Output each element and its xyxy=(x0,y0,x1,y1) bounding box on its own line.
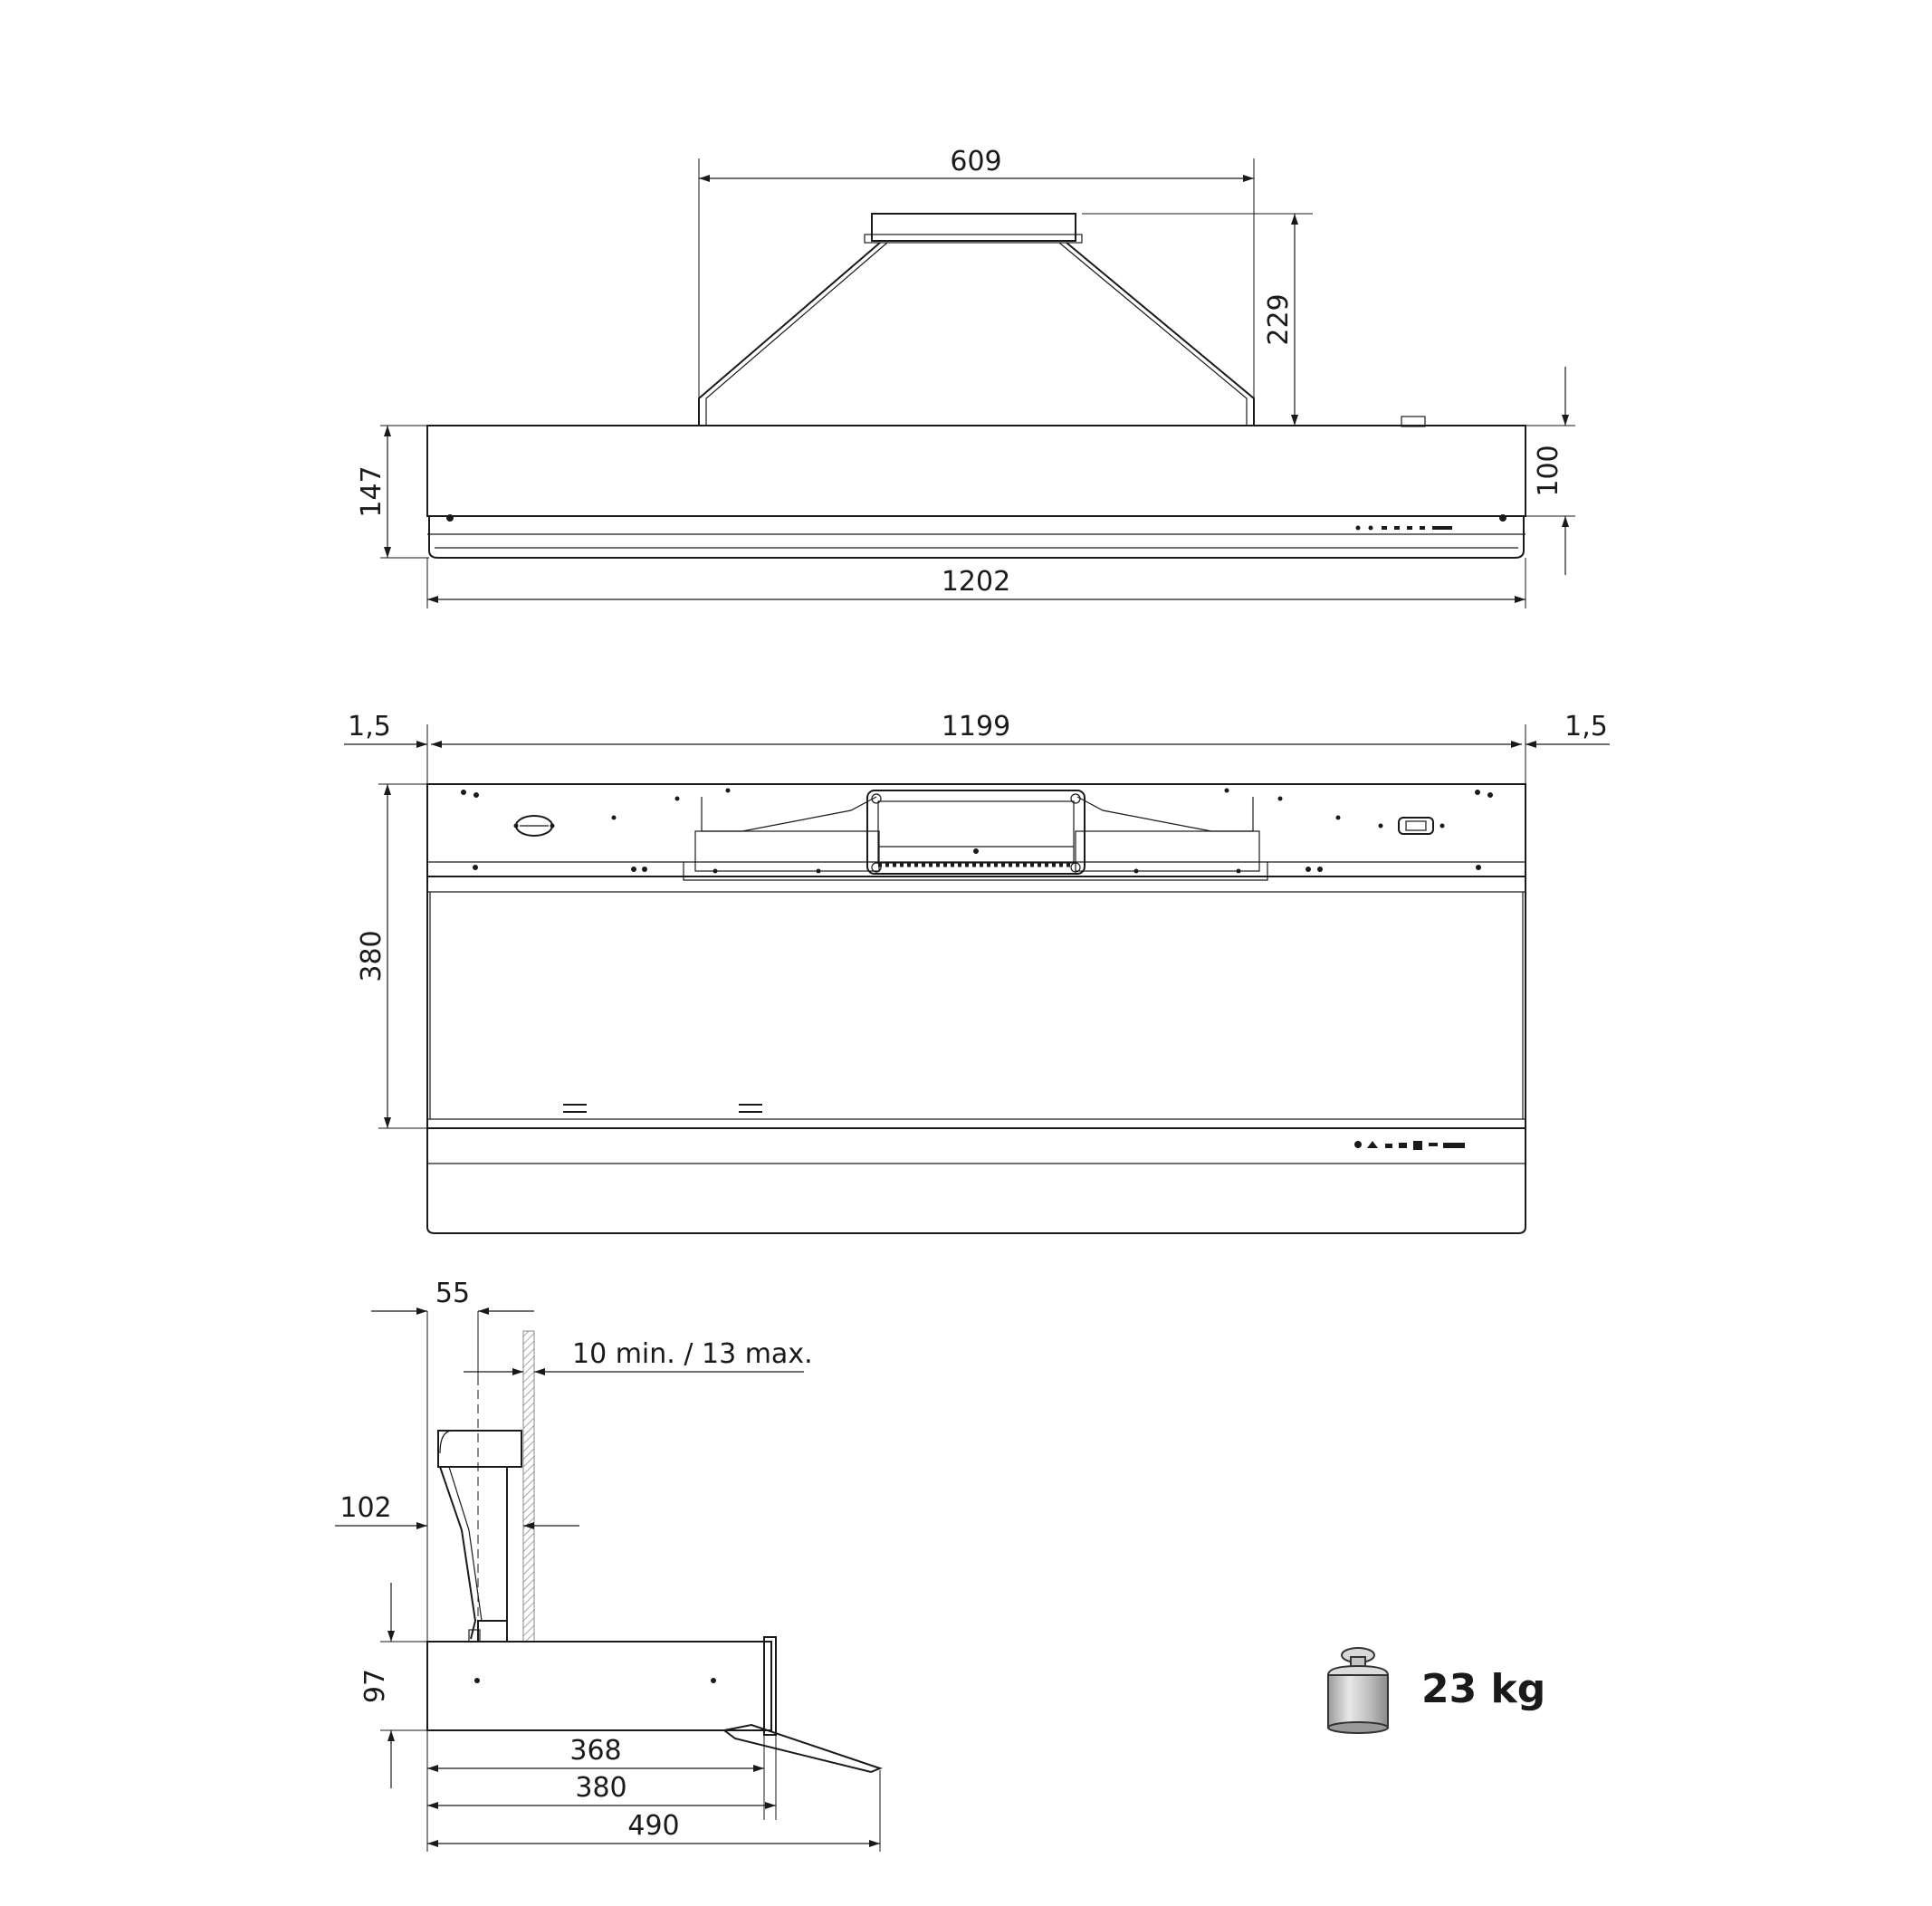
side-view: 55 10 min. / 13 max. 102 97 368 380 490 xyxy=(335,1278,883,1852)
dim-609: 609 xyxy=(950,146,1001,177)
weight-icon xyxy=(1326,1647,1390,1734)
weight-group: 23 kg xyxy=(1326,1647,1545,1734)
dim-right-offset: 1,5 xyxy=(1564,711,1608,742)
duct-cover xyxy=(698,213,1255,426)
control-panel-top xyxy=(1354,1141,1465,1150)
top-view: 1199 1,5 1,5 380 xyxy=(344,711,1610,1234)
dim-1199: 1199 xyxy=(942,711,1010,742)
dim-left-offset: 1,5 xyxy=(348,711,391,742)
dim-490: 490 xyxy=(627,1810,679,1842)
hood-side xyxy=(426,1390,883,1774)
dim-55: 55 xyxy=(435,1278,470,1309)
dim-380-side: 380 xyxy=(575,1772,626,1804)
dim-1202: 1202 xyxy=(942,566,1010,598)
dim-147: 147 xyxy=(356,465,387,517)
wall xyxy=(522,1330,535,1643)
control-panel xyxy=(1355,525,1452,531)
dim-100: 100 xyxy=(1533,445,1564,496)
front-view: 609 229 147 100 1202 xyxy=(356,146,1575,608)
hood-body-front xyxy=(426,416,1526,559)
dim-368: 368 xyxy=(569,1735,621,1767)
dim-wall-gap: 10 min. / 13 max. xyxy=(572,1338,813,1370)
weight-label: 23 kg xyxy=(1421,1666,1545,1712)
hood-body-top xyxy=(426,783,1526,1234)
dim-380-top: 380 xyxy=(356,930,387,982)
dim-229: 229 xyxy=(1263,293,1295,345)
dim-97: 97 xyxy=(359,1669,391,1703)
dim-102: 102 xyxy=(340,1492,391,1524)
